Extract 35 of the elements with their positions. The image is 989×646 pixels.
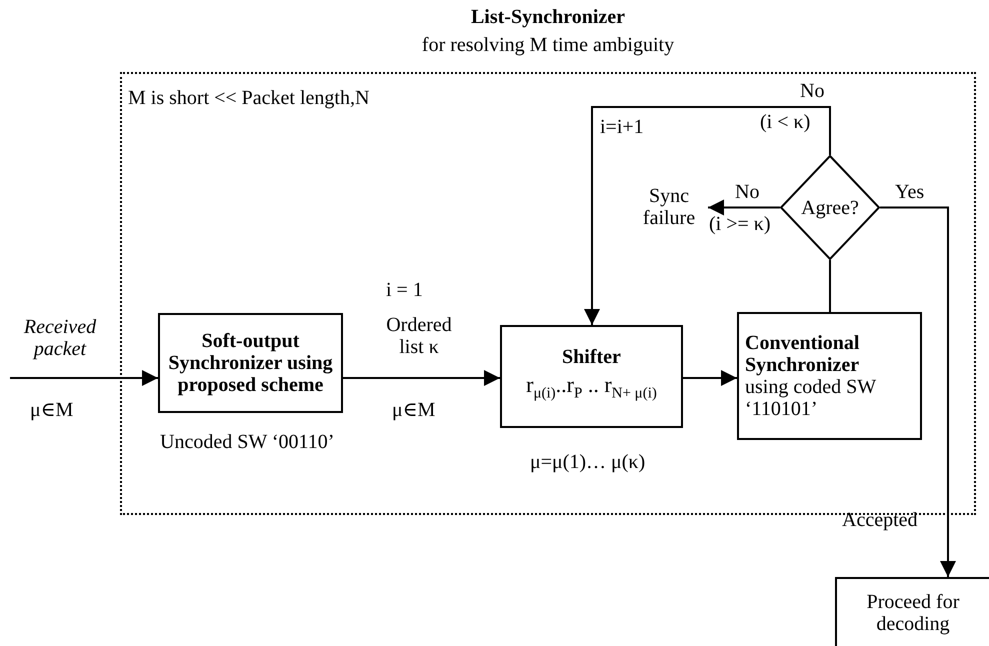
decision-text: Agree? [801, 196, 859, 218]
decision-diamond [780, 155, 880, 260]
annotation-text: i = 1 [386, 279, 423, 301]
arrow [343, 370, 500, 386]
node-caption: Uncoded SW ‘00110’ [160, 431, 334, 454]
boundary-note: M is short << Packet length,N [128, 87, 370, 110]
arrow [880, 206, 956, 577]
process-box [158, 313, 343, 413]
arrow [10, 370, 158, 386]
node-caption: μ=μ(1)… μ(κ) [530, 451, 646, 474]
annotation-text: μ∈M [392, 399, 436, 421]
annotation-text: μ∈M [30, 399, 74, 421]
boundary-subheading: for resolving M time ambiguity [420, 34, 676, 57]
arrow [683, 370, 737, 386]
process-box [737, 312, 922, 440]
box-text: Proceed for decoding [866, 590, 960, 634]
formula: r$_{μ(i)}$..r$_{P}$ .. r$_{N+ μ(i)}$ [526, 372, 657, 404]
process-box [500, 325, 683, 428]
box-text: using coded SW ‘110101’ [745, 376, 877, 420]
annotation-text: No [735, 181, 760, 203]
annotation-text: (i >= κ) [709, 213, 771, 235]
arrow [584, 106, 831, 325]
boundary-heading: List-Synchronizer [470, 6, 626, 29]
annotation-text: No [800, 80, 824, 102]
process-box [835, 577, 989, 646]
annotation-text: Accepted [842, 509, 918, 531]
box-heading: Shifter [562, 346, 621, 368]
annotation-text: (i < κ) [760, 111, 810, 133]
annotation-text: Yes [895, 181, 924, 203]
annotation-text: i=i+1 [600, 116, 644, 138]
arrow [708, 200, 780, 216]
annotation-text: Ordered list κ [385, 314, 453, 358]
box-heading: Soft-output Synchronizer using proposed scheme [167, 330, 334, 396]
annotation-text: Received packet [22, 316, 98, 360]
terminal-text: Sync failure [628, 178, 710, 236]
